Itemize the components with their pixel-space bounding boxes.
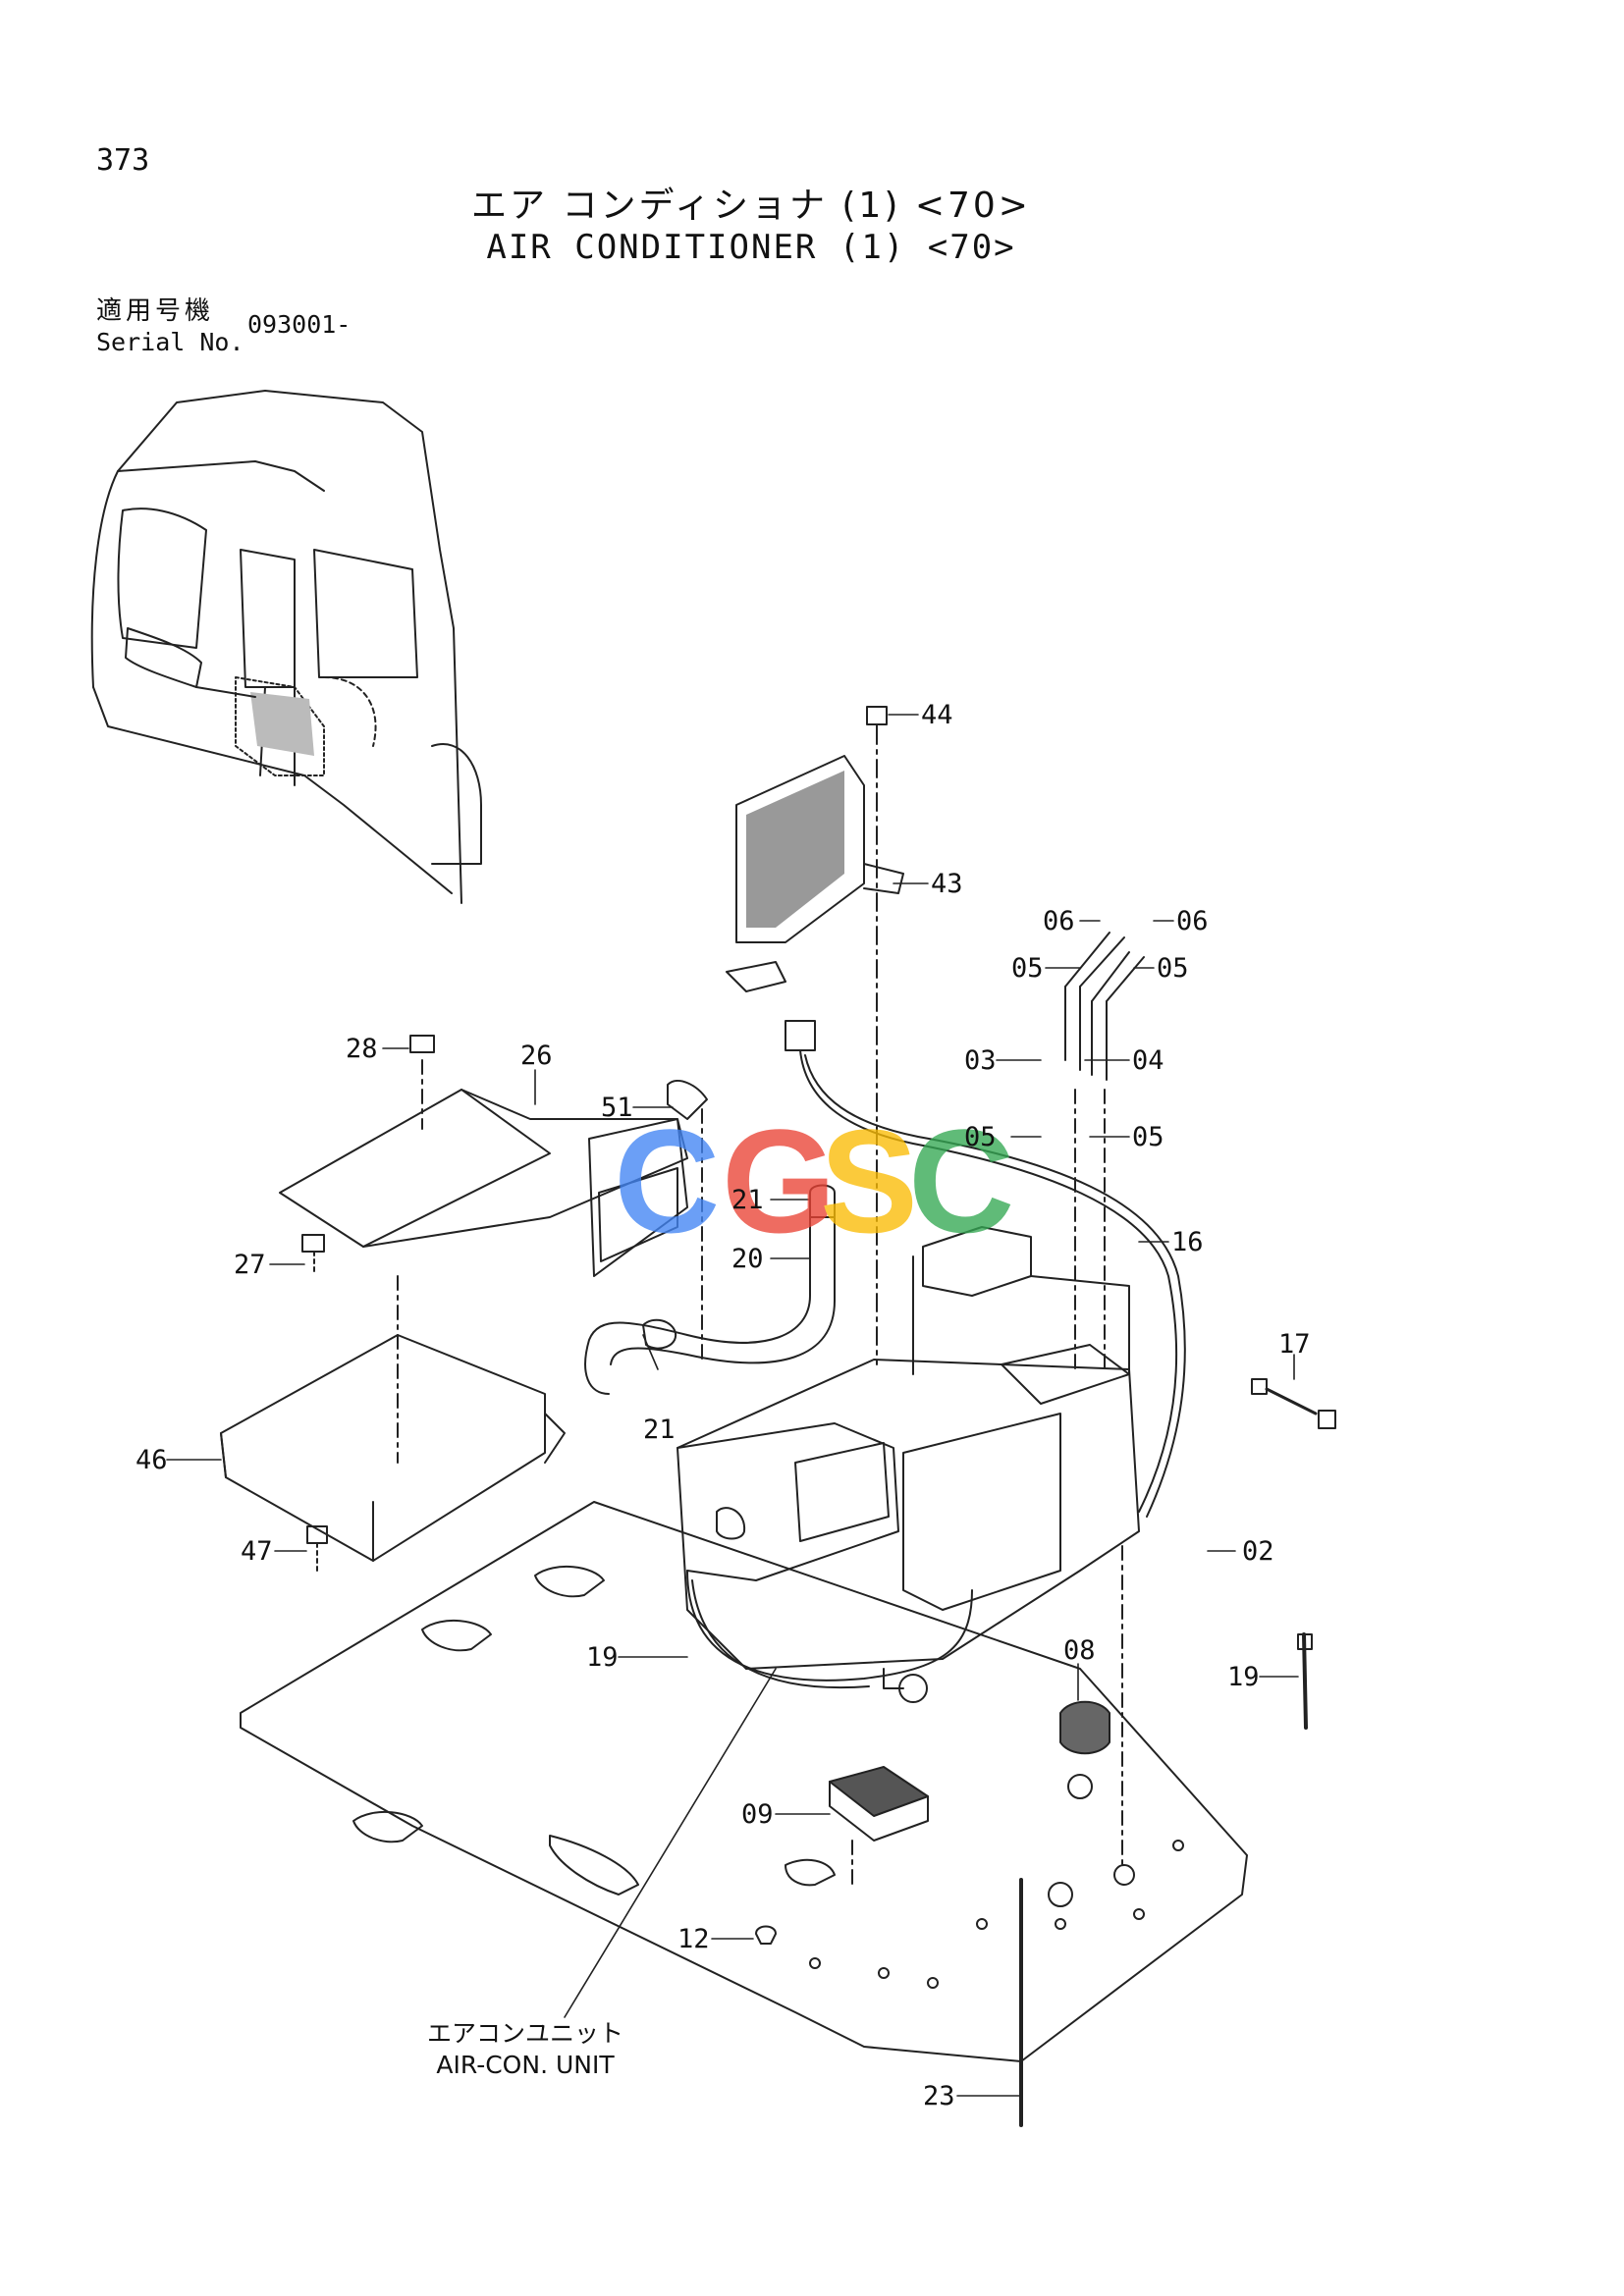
callout-26: 26 — [520, 1041, 553, 1071]
callout-04: 04 — [1132, 1045, 1164, 1076]
part-16-wire-harness — [785, 1020, 1186, 1518]
callout-08: 08 — [1063, 1635, 1096, 1666]
callout-19-left: 19 — [586, 1642, 619, 1673]
callout-16: 16 — [1171, 1227, 1204, 1257]
callout-05-bottom-left: 05 — [964, 1122, 997, 1152]
callout-20: 20 — [731, 1244, 764, 1274]
watermark-letter-c2: C — [908, 1098, 1014, 1263]
callout-51: 51 — [601, 1093, 633, 1123]
callout-03: 03 — [964, 1045, 997, 1076]
watermark-letter-c1: C — [614, 1098, 720, 1263]
callout-09: 09 — [741, 1799, 774, 1830]
callout-46: 46 — [135, 1445, 168, 1475]
part-20-hose-51-clamp — [584, 1080, 836, 1395]
callout-06-left: 06 — [1043, 906, 1075, 936]
callout-05-bottom-right: 05 — [1132, 1122, 1164, 1152]
page-title-japanese: エア コンディショナ (1) <70> — [471, 186, 1031, 226]
part-08-09-mounts — [755, 1700, 1110, 1945]
callout-05-top-left: 05 — [1011, 953, 1044, 984]
page-title-english: AIR CONDITIONER (1) <70> — [486, 228, 1016, 267]
air-con-unit-label: エアコンユニット AIR-CON. UNIT — [427, 2019, 623, 2079]
unit-label-english: AIR-CON. UNIT — [436, 2051, 615, 2079]
part-44-bolt — [866, 706, 888, 739]
callout-21-upper: 21 — [731, 1185, 764, 1215]
callout-leaders — [166, 714, 1299, 2097]
serial-number-value: 093001- — [247, 310, 352, 339]
callout-02: 02 — [1242, 1536, 1274, 1567]
callout-28: 28 — [346, 1034, 378, 1064]
serial-label-english: Serial No. — [96, 328, 244, 356]
watermark-letter-g: G — [722, 1098, 837, 1263]
callout-43: 43 — [931, 869, 963, 899]
watermark-letter-s: S — [820, 1098, 918, 1263]
part-27-28-bolts — [301, 1035, 435, 1275]
part-03-04-hoses — [1064, 932, 1145, 1375]
serial-label-japanese: 適用号機 — [96, 296, 215, 326]
part-43-filter — [726, 725, 904, 1365]
callout-17: 17 — [1278, 1329, 1311, 1360]
air-con-unit-body — [677, 1226, 1140, 1866]
callout-19-right: 19 — [1227, 1662, 1260, 1692]
floor-plate — [240, 1501, 1248, 2062]
unit-label-japanese: エアコンユニット — [427, 2019, 623, 2048]
cab-location-illustration — [90, 390, 482, 904]
page-number: 373 — [96, 143, 150, 178]
callout-12: 12 — [677, 1924, 710, 1954]
callout-23: 23 — [923, 2081, 955, 2111]
callout-21-lower: 21 — [643, 1415, 676, 1445]
watermark-logo: C G S C — [614, 1098, 1014, 1263]
callout-06-right: 06 — [1176, 906, 1209, 936]
part-17-19-ties — [1251, 1378, 1336, 1730]
callout-05-top-right: 05 — [1157, 953, 1189, 984]
callout-44: 44 — [921, 700, 953, 730]
callout-labels: 44 43 06 06 05 05 03 04 05 05 28 26 51 2… — [135, 700, 1311, 2111]
part-46-bracket — [220, 1275, 566, 1572]
callout-27: 27 — [234, 1250, 266, 1280]
part-26-duct — [279, 1059, 688, 1277]
callout-47: 47 — [241, 1536, 273, 1567]
